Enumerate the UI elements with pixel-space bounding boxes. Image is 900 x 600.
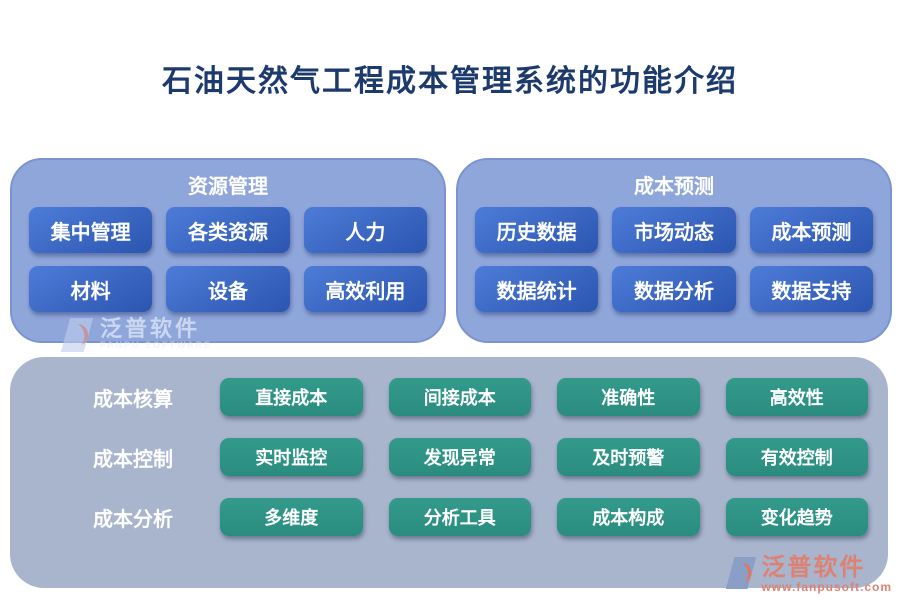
feature-button: 直接成本 [220,378,363,416]
feature-button: 成本预测 [749,207,873,253]
feature-button: 有效控制 [725,438,868,476]
feature-button: 分析工具 [388,498,531,536]
feature-button: 及时预警 [557,438,700,476]
panel-button-grid: 历史数据 市场动态 成本预测 数据统计 数据分析 数据支持 [458,205,890,312]
row-cost-control: 成本控制 实时监控 发现异常 及时预警 有效控制 [30,438,868,476]
row-cost-accounting: 成本核算 直接成本 间接成本 准确性 高效性 [30,378,868,416]
row-label: 成本核算 [93,388,173,411]
feature-button: 变化趋势 [725,498,868,536]
row-button-group: 直接成本 间接成本 准确性 高效性 [220,378,868,416]
row-button-group: 多维度 分析工具 成本构成 变化趋势 [220,498,868,536]
feature-button: 实时监控 [220,438,363,476]
fanpu-watermark-text: 泛普软件 www.fanpusoft.com [761,554,892,595]
feature-button: 集中管理 [29,207,153,253]
feature-button: 人力 [303,207,427,253]
row-cost-analysis: 成本分析 多维度 分析工具 成本构成 变化趋势 [30,498,868,536]
fanpu-watermark-text: 泛普软件 FANPU SOFTWARE [100,317,212,350]
fanpu-watermark-name: 泛普软件 [761,554,866,581]
fanpu-watermark-corner: 泛普软件 www.fanpusoft.com [725,556,892,594]
fanpu-watermark-name: 泛普软件 [100,316,201,341]
page-title: 石油天然气工程成本管理系统的功能介绍 [162,65,738,98]
feature-button: 数据分析 [612,266,736,312]
panel-title: 资源管理 [188,176,268,198]
feature-button: 材料 [29,266,153,312]
feature-button: 发现异常 [388,438,531,476]
fanpu-logo-icon [60,318,94,352]
row-label: 成本控制 [93,448,173,471]
feature-button: 成本构成 [557,498,700,536]
panel-resource-management: 资源管理 集中管理 各类资源 人力 材料 设备 高效利用 泛普软件 FANPU … [10,158,446,352]
feature-button: 高效性 [725,378,868,416]
fanpu-watermark-sub: FANPU SOFTWARE [100,340,213,351]
panel-cost-functions: 成本核算 直接成本 间接成本 准确性 高效性 成本控制 实时监控 发现异常 及时… [10,357,888,588]
panel-title: 成本预测 [634,176,714,198]
feature-button: 设备 [166,266,290,312]
feature-button: 市场动态 [612,207,736,253]
feature-button: 准确性 [557,378,700,416]
feature-button: 数据统计 [475,266,599,312]
fanpu-logo-icon [726,557,757,589]
fanpu-watermark: 泛普软件 FANPU SOFTWARE [60,317,212,353]
feature-button: 间接成本 [388,378,531,416]
feature-button: 数据支持 [749,266,873,312]
row-label: 成本分析 [93,508,173,531]
feature-button: 历史数据 [475,207,599,253]
feature-button: 各类资源 [166,207,290,253]
panel-cost-forecast: 成本预测 历史数据 市场动态 成本预测 数据统计 数据分析 数据支持 [456,158,892,343]
fanpu-watermark-url: www.fanpusoft.com [761,580,892,594]
feature-button: 高效利用 [303,266,427,312]
feature-button: 多维度 [220,498,363,536]
top-panels-row: 资源管理 集中管理 各类资源 人力 材料 设备 高效利用 泛普软件 FANPU … [10,158,892,352]
row-button-group: 实时监控 发现异常 及时预警 有效控制 [220,438,868,476]
panel-button-grid: 集中管理 各类资源 人力 材料 设备 高效利用 [12,205,444,312]
